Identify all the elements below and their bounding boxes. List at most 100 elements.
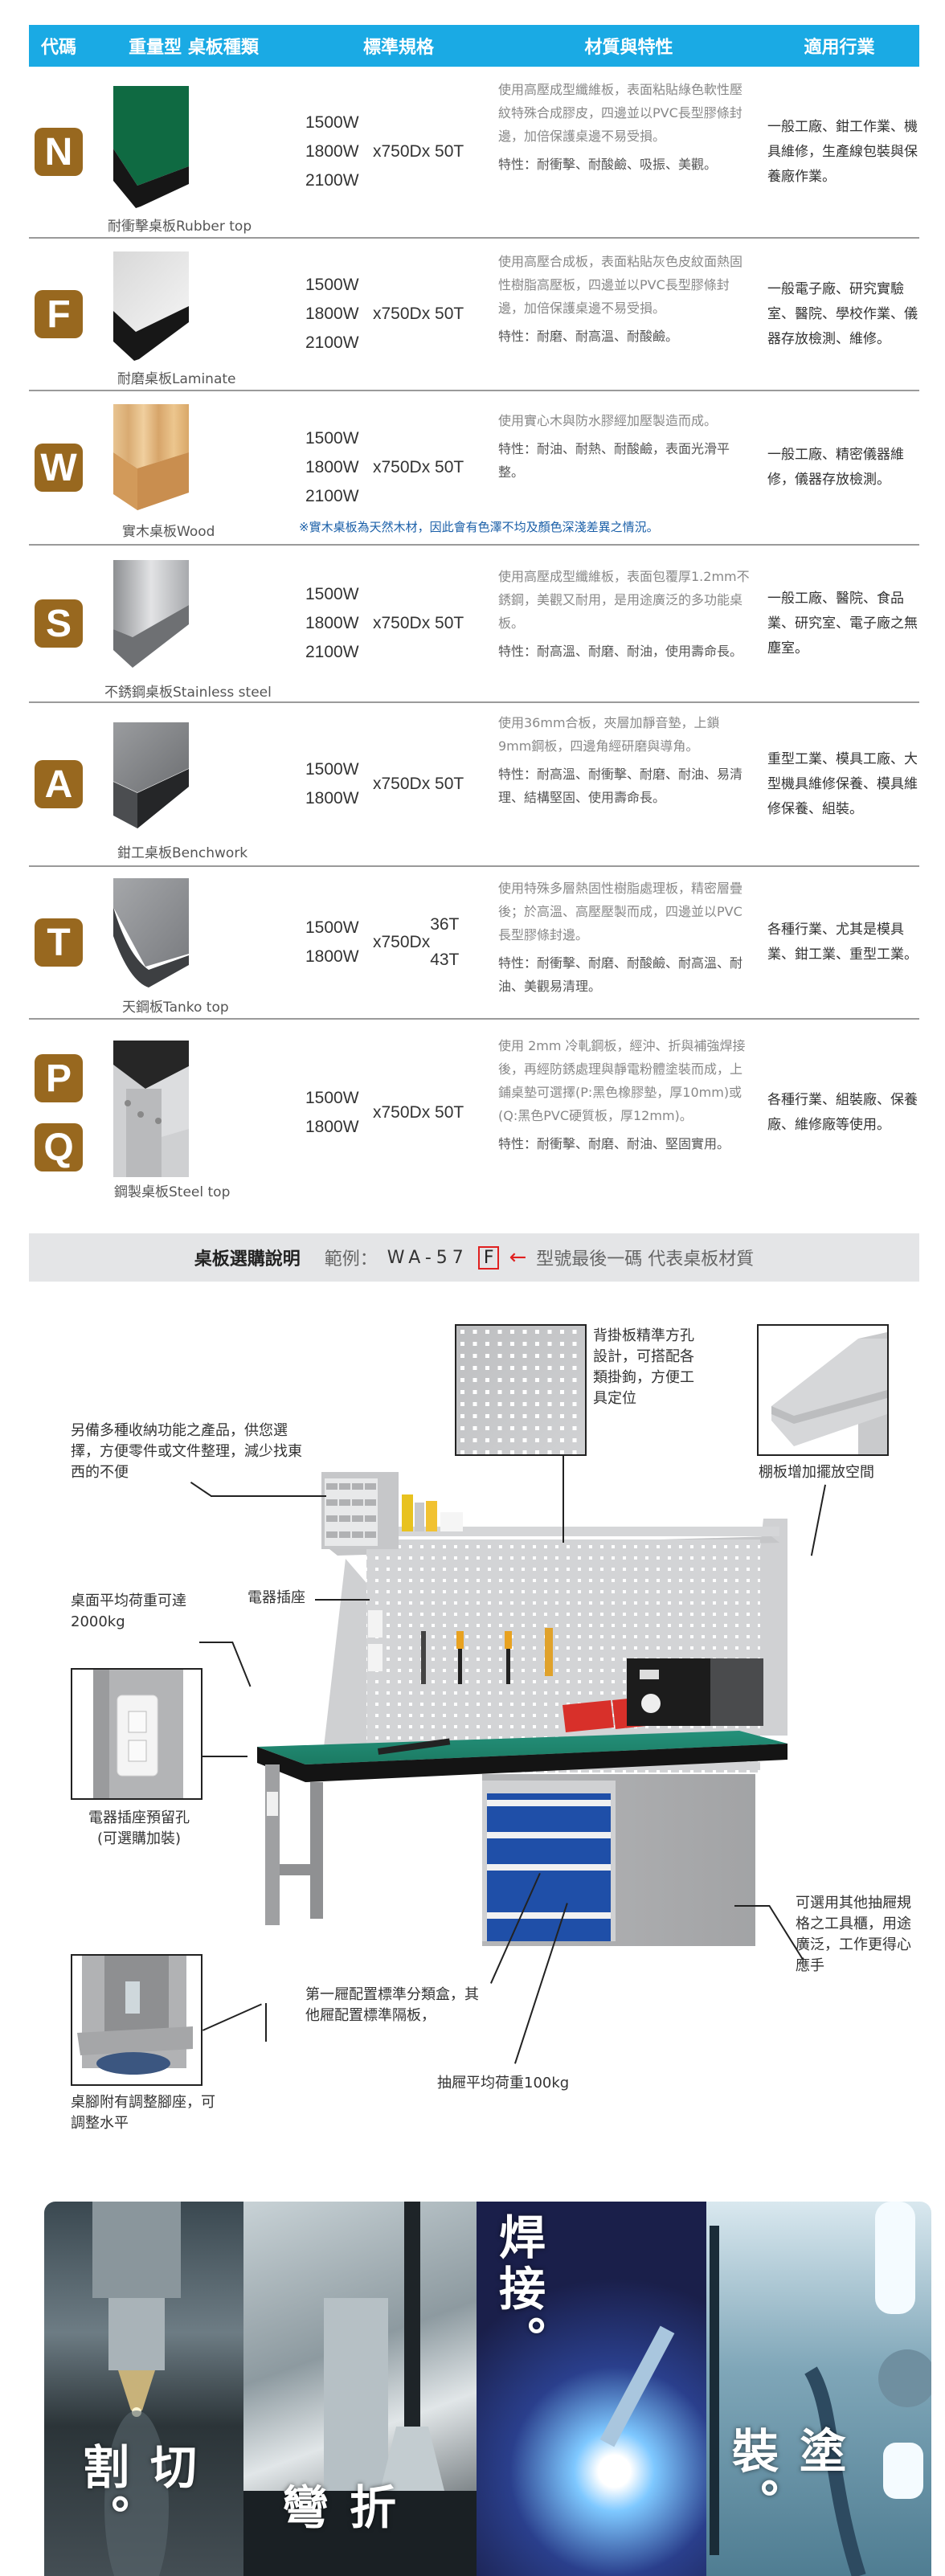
foot-callout: 桌腳附有調整腳座，可調整水平 xyxy=(71,2094,215,2132)
banner-panel-painting: 塗裝。 xyxy=(706,2202,931,2576)
code-badge: F xyxy=(35,290,83,338)
type-label: 天鋼板Tanko top xyxy=(122,1000,229,1016)
type-cell: 耐磨桌板Laminate xyxy=(88,239,299,390)
spec-cell: 1500W 1800W 2100W x750Dx 50T xyxy=(299,67,498,237)
size-1500: 1500W xyxy=(305,760,359,779)
dims: x750Dx 50T xyxy=(373,1103,464,1122)
stainless-top-image xyxy=(113,560,189,668)
code-cell: F xyxy=(29,239,88,390)
code-badge: A xyxy=(35,760,83,808)
leader-line xyxy=(734,1905,770,1907)
table-row-rubber: N 耐衝擊桌板Rubber top 1500W 1800W 2100W x750… xyxy=(29,67,919,239)
industry-cell: 重型工業、模具工廠、大型機具維修保養、模具維修保養、組裝。 xyxy=(767,750,918,817)
type-label: 耐磨桌板Laminate xyxy=(117,371,236,387)
adjustable-foot-image xyxy=(72,1956,201,2084)
example-label: 範例： xyxy=(324,1249,378,1270)
header-material: 材質與特性 xyxy=(584,38,673,58)
size-1800: 1800W xyxy=(305,142,359,161)
benchwork-top-image xyxy=(113,722,189,828)
type-label: 鉗工桌板Benchwork xyxy=(117,845,248,861)
features-text: 特性：耐高溫、耐磨、耐油，使用壽命長。 xyxy=(498,644,743,659)
material-text: 使用高壓成型纖維板，表面包覆厚1.2mm不銹鋼，美觀又耐用，是用途廣泛的多功能桌… xyxy=(498,569,750,631)
type-cell: 耐衝擊桌板Rubber top xyxy=(88,67,299,237)
table-row-benchwork: A 鉗工桌板Benchwork 1500W 1800W x750Dx 50T 使… xyxy=(29,703,919,867)
leader-line xyxy=(199,1642,233,1643)
material-text: 使用36mm合板，夾層加靜音墊，上鎖9mm鋼板，四邊角經研磨與導角。 xyxy=(498,715,720,754)
thickness-43t: 43T xyxy=(430,951,460,969)
leader-line xyxy=(202,2003,262,2031)
material-cell: 使用高壓合成板，表面粘貼灰色皮紋面熱固性樹脂高壓板，四邊並以PVC長型膠條封邊，… xyxy=(498,239,759,390)
size-1500: 1500W xyxy=(305,1089,359,1107)
material-text: 使用高壓合成板，表面粘貼灰色皮紋面熱固性樹脂高壓板，四邊並以PVC長型膠條封邊，… xyxy=(498,254,743,316)
size-1500: 1500W xyxy=(305,276,359,294)
banner-label-bending: 折彎 xyxy=(274,2483,396,2534)
code-cell: T xyxy=(29,867,88,1018)
storage-callout: 另備多種收納功能之產品，供您選擇，方便零件或文件整理，減少找東西的不便 xyxy=(71,1422,302,1481)
material-text: 使用 2mm 冷軋鋼板，經沖、折與補強焊接後，再經防銹處理與靜電粉體塗裝而成，上… xyxy=(498,1038,746,1123)
features-text: 特性：耐衝擊、耐酸鹼、吸振、美觀。 xyxy=(498,157,718,172)
laser-cutter-image xyxy=(92,2202,181,2576)
leader-line xyxy=(211,1495,326,1497)
header-type: 重量型 桌板種類 xyxy=(129,38,259,58)
type-label: 不銹鋼桌板Stainless steel xyxy=(104,685,272,701)
industry-cell: 一般工廠、鉗工作業、機具維修，生產線包裝與保養廠作業。 xyxy=(767,118,918,185)
outlet-hole-callout: 電器插座預留孔 (可選購加裝) xyxy=(88,1809,190,1847)
header-code: 代碼 xyxy=(40,38,76,58)
dims: x750Dx 50T xyxy=(373,458,464,476)
banner-label-painting: 塗裝。 xyxy=(724,2427,846,2529)
features-text: 特性：耐磨、耐高溫、耐酸鹼。 xyxy=(498,329,679,344)
table-row-laminate: F 耐磨桌板Laminate 1500W 1800W 2100W x750Dx … xyxy=(29,239,919,391)
code-badge: N xyxy=(35,128,83,176)
banner-panel-bending: 折彎 xyxy=(243,2202,477,2576)
shelf-inset xyxy=(757,1324,889,1456)
type-cell: 鋼製桌板Steel top xyxy=(88,1020,299,1206)
type-cell: 實木桌板Wood xyxy=(88,391,299,544)
code-badge: T xyxy=(35,918,83,967)
spec-cell: 1500W 1800W 2100W x750Dx 50T xyxy=(299,546,498,701)
press-brake-image xyxy=(243,2202,477,2576)
code-badge-q: Q xyxy=(35,1123,83,1171)
arrow-left-icon: ← xyxy=(509,1245,527,1270)
size-2100: 2100W xyxy=(305,171,359,190)
size-1500: 1500W xyxy=(305,585,359,603)
size-2100: 2100W xyxy=(305,487,359,505)
thickness-36t: 36T xyxy=(430,915,460,934)
size-2100: 2100W xyxy=(305,333,359,352)
drawer-load-callout: 抽屜平均荷重100kg xyxy=(437,2075,570,2091)
wood-note: ※實木桌板為天然木材，因此會有色澤不均及顏色深淺差異之情況。 xyxy=(299,520,659,534)
size-1800: 1800W xyxy=(305,789,359,808)
features-text: 特性：耐衝擊、耐磨、耐酸鹼、耐高溫、耐油、美觀易清理。 xyxy=(498,955,743,994)
header-spec: 標準規格 xyxy=(362,38,434,58)
type-label: 實木桌板Wood xyxy=(122,524,215,540)
welding-image xyxy=(599,2325,675,2447)
cabinet-callout: 可選用其他抽屜規格之工具櫃，用途廣泛，工作更得心應手 xyxy=(796,1895,911,1974)
material-cell: 使用實心木與防水膠經加壓製造而成。 特性：耐油、耐熱、耐酸鹼，表面光滑平整。 xyxy=(498,391,759,544)
selection-explanation: 型號最後一碼 代表桌板材質 xyxy=(536,1249,755,1270)
spec-cell: 1500W 1800W 2100W x750Dx 50T xyxy=(299,239,498,390)
workbench-feature-diagram: 背掛板精準方孔設計，可搭配各類掛鉤，方便工具定位 棚板增加擺放空間 另備多種收納… xyxy=(0,1302,945,2137)
banner-panel-cutting: 切割。 xyxy=(44,2202,243,2576)
pegboard-callout: 背掛板精準方孔設計，可搭配各類掛鉤，方便工具定位 xyxy=(593,1327,694,1407)
industry-cell: 一般電子廠、研究實驗室、醫院、學校作業、儀器存放檢測、維修。 xyxy=(767,280,918,347)
dims: x750Dx 50T xyxy=(373,305,464,323)
load-capacity-callout: 桌面平均荷重可達2000kg xyxy=(71,1593,186,1630)
industry-cell: 一般工廠、精密儀器維修，儀器存放檢測。 xyxy=(767,447,904,488)
table-row-steel: P Q 鋼製桌板Steel top 1500W 1800W x750Dx 50T… xyxy=(29,1020,919,1206)
features-text: 特性：耐高溫、耐衝擊、耐磨、耐油、易清理、結構堅固、使用壽命長。 xyxy=(498,767,743,805)
steel-top-image xyxy=(113,1041,189,1177)
code-cell: W xyxy=(29,391,88,544)
outlet-callout: 電器插座 xyxy=(248,1589,305,1606)
model-prefix: WA-57 xyxy=(387,1247,468,1268)
industry-cell: 一般工廠、醫院、食品業、研究室、電子廠之無塵室。 xyxy=(767,590,918,656)
size-1500: 1500W xyxy=(305,918,359,937)
dims: x750Dx 50T xyxy=(373,775,464,793)
material-text: 使用高壓成型纖維板，表面粘貼綠色軟性壓紋特殊合成膠皮，四邊並以PVC長型膠條封邊… xyxy=(498,82,743,144)
workbench-image xyxy=(257,1472,788,1946)
features-text: 特性：耐油、耐熱、耐酸鹼，表面光滑平整。 xyxy=(498,441,730,480)
leader-line xyxy=(315,1599,370,1601)
banner-label-welding: 焊接。 xyxy=(491,2213,546,2367)
spec-cell: 1500W 1800W x750Dx 36T 43T xyxy=(299,867,498,1018)
shelf-callout: 棚板增加擺放空間 xyxy=(759,1464,874,1481)
leader-line xyxy=(562,1456,564,1543)
size-1800: 1800W xyxy=(305,305,359,323)
